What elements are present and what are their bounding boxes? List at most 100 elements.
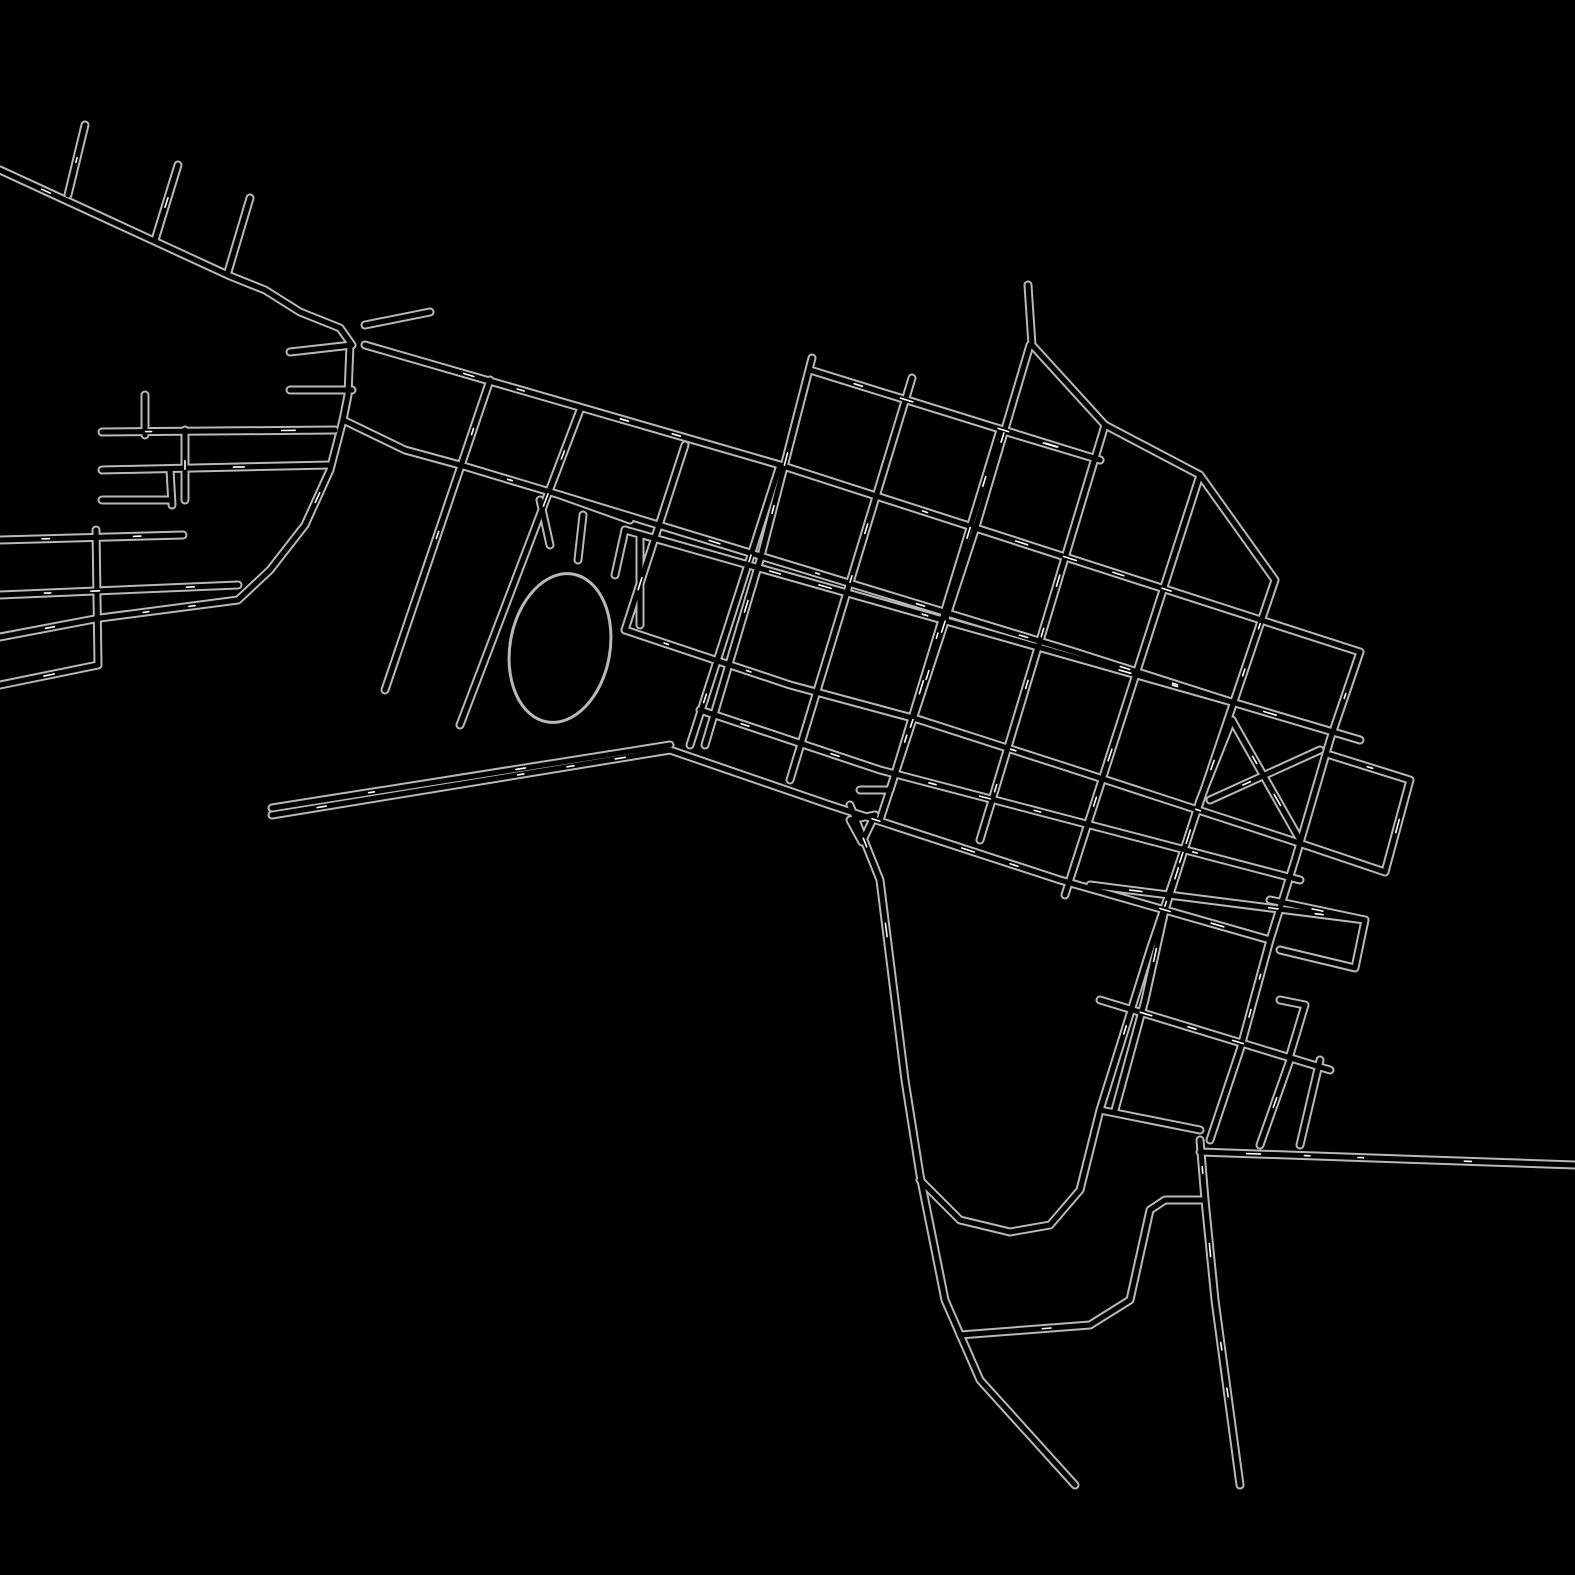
street-label-glyph bbox=[1152, 947, 1158, 963]
street-label-glyph bbox=[1174, 866, 1180, 880]
street-label-glyph bbox=[928, 781, 937, 786]
street-label-glyph bbox=[1311, 908, 1324, 912]
street-label-glyph bbox=[1191, 851, 1199, 854]
street-label-glyph bbox=[1258, 973, 1262, 980]
road-segment-fill bbox=[622, 627, 1388, 875]
road-segment-fill bbox=[697, 707, 1303, 883]
road-segment-fill bbox=[1267, 649, 1363, 943]
street-label-glyph bbox=[740, 722, 750, 728]
street-label-glyph bbox=[1314, 912, 1324, 916]
road-segment-fill bbox=[957, 1197, 1243, 1488]
street-label-glyph bbox=[1178, 851, 1184, 864]
street-label-glyph bbox=[40, 188, 52, 194]
street-label-glyph bbox=[871, 817, 881, 823]
street-label-glyph bbox=[1014, 540, 1029, 546]
street-label-glyph bbox=[560, 450, 566, 460]
street-label-glyph bbox=[966, 526, 972, 540]
street-label-glyph bbox=[884, 922, 888, 938]
street-label-glyph bbox=[1171, 682, 1179, 686]
street-label-glyph bbox=[42, 673, 56, 677]
street-label-glyph bbox=[899, 397, 914, 403]
street-label-glyph bbox=[1366, 765, 1374, 770]
street-label-glyph bbox=[1343, 692, 1347, 700]
street-label-glyph bbox=[75, 156, 78, 164]
street-label-glyph bbox=[909, 718, 914, 728]
street-label-glyph bbox=[748, 554, 752, 563]
street-label-glyph bbox=[960, 847, 976, 853]
street-label-glyph bbox=[1107, 748, 1113, 762]
street-label-glyph bbox=[1187, 1026, 1197, 1030]
street-label-glyph bbox=[188, 604, 196, 608]
street-label-glyphs bbox=[40, 156, 1473, 1398]
street-label-glyph bbox=[164, 197, 169, 208]
road-segment-fill bbox=[0, 532, 186, 543]
street-label-glyph bbox=[671, 432, 682, 438]
road-segment-fill bbox=[1025, 282, 1278, 583]
street-label-glyph bbox=[997, 427, 1010, 433]
street-label-glyph bbox=[1040, 627, 1045, 638]
road-segment-fill bbox=[287, 342, 355, 355]
street-label-glyph bbox=[1272, 1097, 1278, 1108]
street-label-glyph bbox=[516, 773, 525, 776]
road-segment-fill bbox=[362, 309, 433, 328]
street-label-glyph bbox=[142, 610, 150, 614]
street-label-glyph bbox=[1251, 755, 1258, 765]
road-segment-fill bbox=[847, 812, 878, 845]
street-label-glyph bbox=[1219, 1341, 1223, 1351]
street-label-glyph bbox=[903, 734, 908, 743]
street-label-glyph bbox=[1128, 889, 1143, 893]
street-label-glyph bbox=[1194, 808, 1202, 812]
street-label-glyph bbox=[1055, 574, 1061, 587]
road-segment-fill bbox=[99, 427, 338, 435]
street-label-glyph bbox=[921, 510, 929, 514]
street-label-glyph bbox=[1242, 780, 1252, 786]
street-label-glyph bbox=[1042, 442, 1058, 448]
street-label-glyph bbox=[921, 613, 929, 617]
street-label-glyph bbox=[783, 451, 789, 467]
street-label-glyph bbox=[1273, 793, 1282, 807]
street-label-glyph bbox=[614, 756, 627, 760]
street-label-glyph bbox=[981, 475, 987, 488]
street-label-glyph bbox=[918, 679, 925, 695]
street-label-glyph bbox=[1009, 862, 1019, 868]
street-label-glyph bbox=[743, 599, 749, 613]
road-segment-fill bbox=[93, 527, 101, 668]
street-label-glyph bbox=[1208, 1242, 1212, 1258]
street-label-glyph bbox=[462, 372, 475, 378]
street-label-glyph bbox=[663, 642, 670, 646]
street-label-glyph bbox=[44, 625, 56, 630]
street-label-glyph bbox=[316, 805, 328, 809]
road-segment-fill bbox=[269, 747, 673, 818]
street-label-glyph bbox=[862, 837, 868, 848]
road-segment-fill bbox=[457, 407, 583, 728]
street-label-glyph bbox=[1257, 622, 1262, 630]
road-network bbox=[0, 120, 1575, 1490]
street-label-glyph bbox=[771, 504, 775, 515]
road-segment-fill bbox=[622, 442, 688, 633]
street-label-glyph bbox=[1171, 684, 1179, 688]
street-label-glyph bbox=[993, 783, 998, 793]
road-segment-fill bbox=[1097, 577, 1278, 1113]
street-label-glyph bbox=[1159, 907, 1171, 913]
street-label-glyph bbox=[1000, 432, 1005, 443]
street-label-glyph bbox=[915, 602, 926, 607]
street-label-glyph bbox=[619, 417, 630, 423]
road-segment-fill bbox=[537, 497, 553, 548]
road-segment-fill bbox=[917, 1107, 1103, 1235]
street-label-glyph bbox=[978, 795, 992, 800]
street-label-glyph bbox=[515, 767, 527, 771]
street-label-glyph bbox=[1062, 555, 1078, 562]
street-label-glyph bbox=[542, 493, 549, 507]
street-label-glyph bbox=[1161, 587, 1172, 592]
street-label-glyph bbox=[1263, 710, 1277, 717]
street-label-glyph bbox=[830, 752, 840, 758]
street-label-glyph bbox=[863, 523, 869, 535]
street-label-glyph bbox=[1009, 748, 1017, 752]
street-label-glyph bbox=[1245, 1152, 1262, 1155]
road-segment bbox=[915, 1105, 1105, 1237]
street-label-glyph bbox=[708, 539, 721, 545]
street-label-glyph bbox=[1241, 668, 1246, 677]
street-label-glyph bbox=[1394, 818, 1401, 834]
street-label-glyph bbox=[1041, 1327, 1052, 1330]
